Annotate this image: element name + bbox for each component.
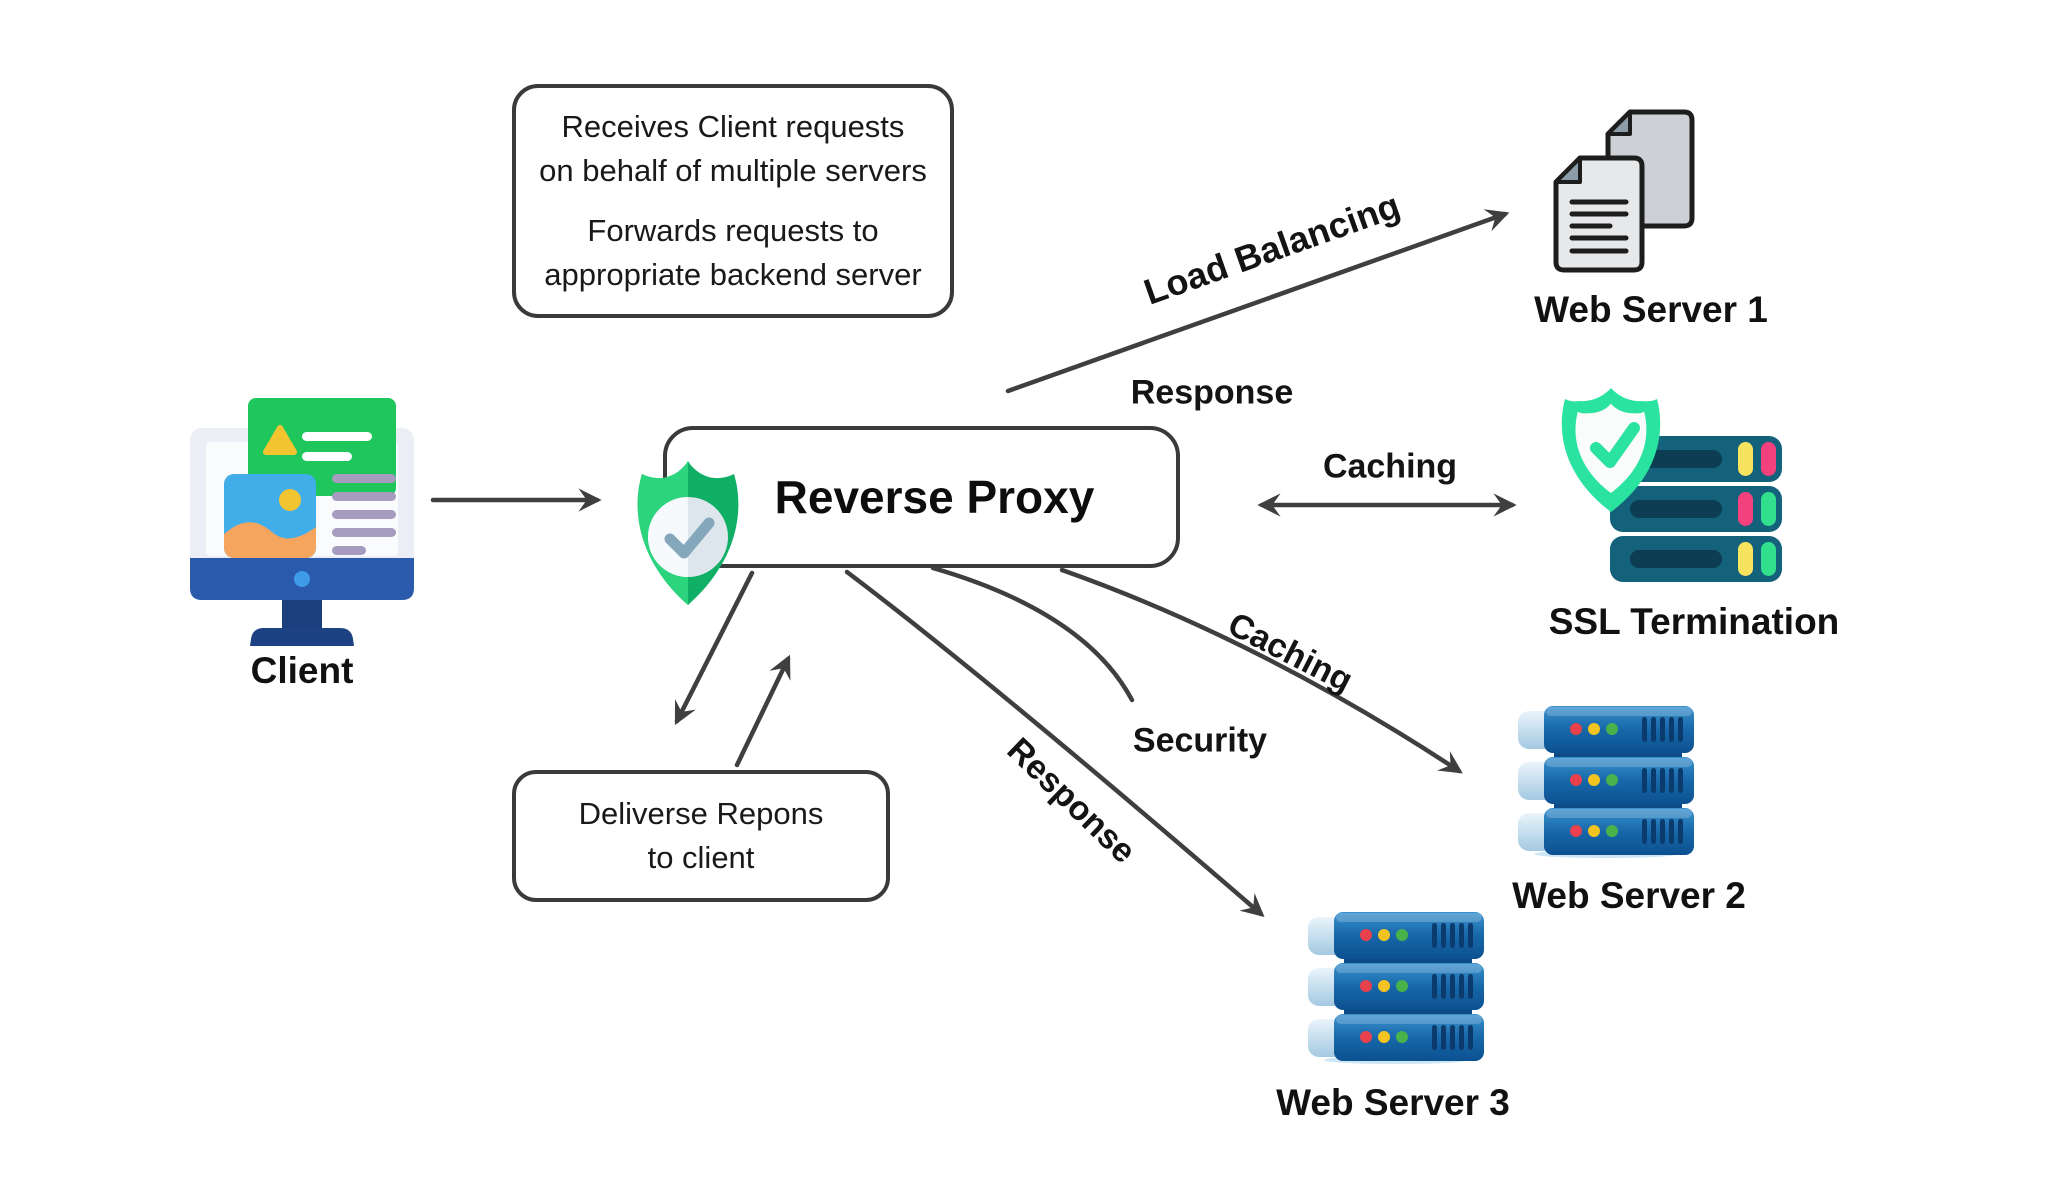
client-monitor-icon — [190, 398, 414, 646]
webpage-text-lines — [332, 474, 396, 555]
web-server1-label: Web Server 1 — [1534, 289, 1768, 330]
reverse-proxy-node: Reverse Proxy — [663, 426, 1180, 568]
edge-label-response-top: Response — [1130, 373, 1294, 412]
edge-label-caching-ssl: Caching — [1322, 447, 1458, 486]
info-box-line: Receives Client requests — [561, 108, 905, 144]
edge-label-security: Security — [1132, 721, 1268, 760]
web-server3-stack-icon — [1308, 912, 1484, 1064]
client-label: Client — [250, 650, 354, 691]
ssl-termination-label: SSL Termination — [1548, 601, 1840, 642]
deliver-response-line: Deliverse Repons — [578, 795, 824, 831]
web-server1-documents-icon — [1553, 109, 1695, 273]
info-box-line: Forwards requests to — [587, 213, 879, 248]
edge-label-caching-web2: Caching — [1221, 605, 1359, 700]
ssl-shield-icon — [1561, 388, 1661, 512]
info-box: Receives Client requests on behalf of mu… — [512, 84, 954, 318]
info-box-line: appropriate backend server — [544, 257, 922, 293]
reverse-proxy-label: Reverse Proxy — [774, 471, 1095, 523]
info-box-line: on behalf of multiple servers — [539, 152, 927, 188]
edge-label-response-web3: Response — [999, 730, 1143, 871]
deliver-response-line: to client — [647, 840, 755, 875]
web-server3-label: Web Server 3 — [1276, 1082, 1510, 1123]
edge-label-load-balancing: Load Balancing — [1138, 184, 1406, 313]
deliver-response-box: Deliverse Repons to client — [512, 770, 890, 902]
shield-check-icon — [637, 461, 739, 605]
web-server2-stack-icon — [1518, 706, 1694, 858]
ssl-termination-icon — [1561, 388, 1782, 582]
webpage-image-thumbnail — [224, 474, 316, 558]
arrow-responsebox-to-proxy — [734, 654, 791, 768]
line-security — [930, 565, 1135, 703]
web-server2-label: Web Server 2 — [1512, 875, 1746, 916]
